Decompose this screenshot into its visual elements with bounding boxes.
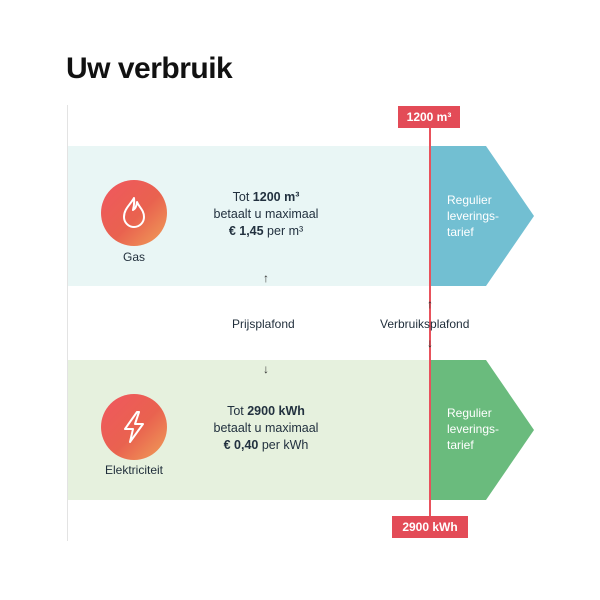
gas-tariff-line-2: leverings- (447, 209, 500, 223)
electricity-volume-cap: 2900 kWh (247, 404, 305, 418)
prijsplafond-arrow-down: ↓ (263, 362, 269, 376)
electricity-line1-prefix: Tot (227, 404, 248, 418)
gas-cap-badge: 1200 m³ (398, 106, 460, 128)
gas-icon-circle (101, 180, 167, 246)
electricity-tariff-line-1: Regulier (447, 406, 492, 420)
gas-label: Gas (122, 250, 145, 264)
gas-tariff-line-1: Regulier (447, 193, 492, 207)
consumption-cap-line (429, 124, 431, 518)
electricity-icon-circle (101, 394, 167, 460)
verbruiksplafond-arrow-up: ↑ (427, 297, 433, 311)
electricity-cap-description: Tot 2900 kWh betaalt u maximaal € 0,40 p… (176, 403, 356, 454)
left-axis-line (67, 105, 68, 541)
gas-line-2: betaalt u maximaal (213, 207, 319, 221)
prijsplafond-arrow-up: ↑ (263, 271, 269, 285)
flame-icon (123, 197, 145, 228)
gas-regular-tariff-arrow (430, 146, 534, 286)
electricity-cap-badge: 2900 kWh (392, 516, 468, 538)
gas-price-unit: per m³ (263, 224, 304, 238)
gas-line-1: Tot 1200 m³ (176, 189, 356, 206)
electricity-regular-tariff-arrow (430, 360, 534, 500)
gas-regular-tariff-text: Regulier leverings- tarief (447, 192, 499, 240)
electricity-tariff-line-2: leverings- (447, 422, 500, 436)
verbruiksplafond-arrow-down: ↓ (427, 336, 433, 350)
electricity-tariff-line-3: tarief (447, 438, 474, 452)
electricity-label: Elektriciteit (104, 463, 163, 477)
electricity-line-2: betaalt u maximaal (213, 421, 319, 435)
gas-volume-cap: 1200 m³ (252, 190, 300, 204)
electricity-regular-tariff-text: Regulier leverings- tarief (447, 405, 499, 453)
gas-arrow-shape (430, 146, 534, 286)
gas-line1-prefix: Tot (232, 190, 253, 204)
lightning-bolt-icon (124, 411, 144, 443)
electricity-max-price: € 0,40 (223, 438, 259, 452)
electricity-arrow-shape (430, 360, 534, 500)
electricity-price-unit: per kWh (258, 438, 309, 452)
page-title: Uw verbruik (66, 52, 233, 85)
gas-cap-description: Tot 1200 m³ betaalt u maximaal € 1,45 pe… (176, 189, 356, 240)
gas-tariff-line-3: tarief (447, 225, 474, 239)
gas-line-3: € 1,45 per m³ (176, 223, 356, 240)
gas-max-price: € 1,45 (228, 224, 264, 238)
prijsplafond-label: Prijsplafond (232, 317, 295, 331)
electricity-line-1: Tot 2900 kWh (176, 403, 356, 420)
verbruiksplafond-label: Verbruiksplafond (380, 317, 470, 331)
electricity-line-3: € 0,40 per kWh (176, 437, 356, 454)
